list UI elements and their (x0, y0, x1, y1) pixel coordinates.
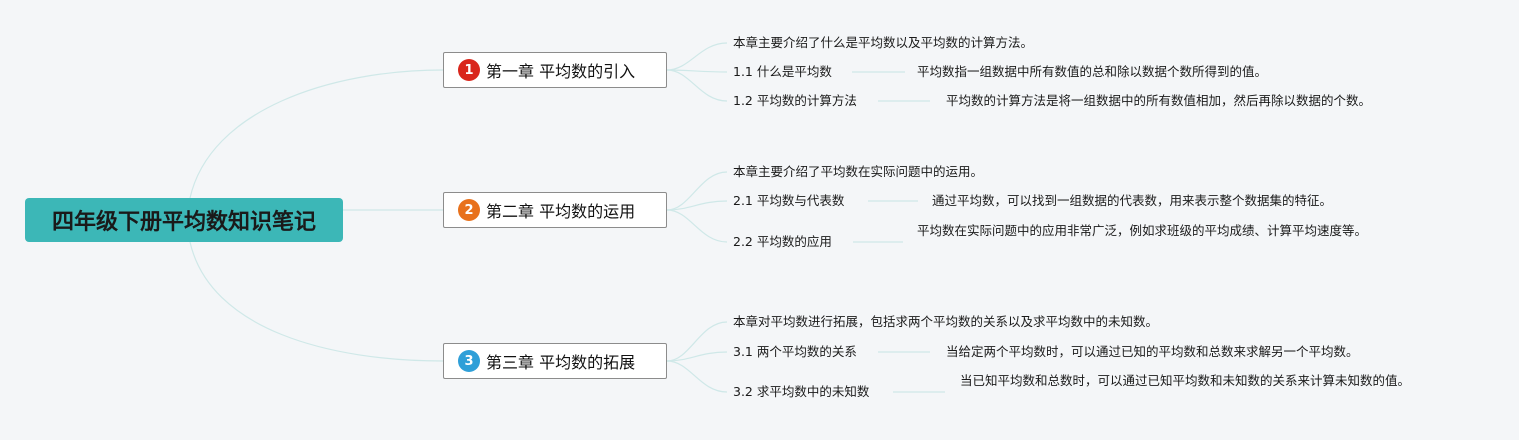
connector-ch1-child1 (666, 42, 728, 71)
root-topic[interactable]: 四年级下册平均数知识笔记 (25, 198, 343, 242)
section-1-1-label[interactable]: 1.1 什么是平均数 (733, 64, 832, 79)
section-2-2-desc[interactable]: 平均数在实际问题中的应用非常广泛，例如求班级的平均成绩、计算平均速度等。 (917, 223, 1368, 238)
section-2-1-desc[interactable]: 通过平均数，可以找到一组数据的代表数，用来表示整个数据集的特征。 (932, 193, 1333, 208)
number-badge-icon: 1 (458, 59, 480, 81)
number-badge-icon: 3 (458, 350, 480, 372)
connector-root-ch1 (189, 69, 444, 199)
connector-ch1-child3 (666, 69, 728, 102)
connector-root-ch3 (189, 241, 444, 362)
section-2-1-label[interactable]: 2.1 平均数与代表数 (733, 193, 845, 208)
chapter-1-summary[interactable]: 本章主要介绍了什么是平均数以及平均数的计算方法。 (733, 35, 1034, 50)
number-badge-icon: 2 (458, 199, 480, 221)
section-1-2-label[interactable]: 1.2 平均数的计算方法 (733, 93, 857, 108)
section-3-2-label[interactable]: 3.2 求平均数中的未知数 (733, 384, 870, 399)
section-1-1-desc[interactable]: 平均数指一组数据中所有数值的总和除以数据个数所得到的值。 (917, 64, 1268, 79)
chapter-3-node[interactable]: 3 第三章 平均数的拓展 (443, 343, 667, 379)
connector-ch3-child1 (666, 321, 728, 362)
root-title: 四年级下册平均数知识笔记 (51, 210, 316, 235)
connector-ch2-child1 (666, 171, 728, 211)
section-1-2-desc[interactable]: 平均数的计算方法是将一组数据中的所有数值相加，然后再除以数据的个数。 (946, 93, 1372, 108)
chapter-title: 第一章 平均数的引入 (486, 62, 636, 81)
chapter-2-summary[interactable]: 本章主要介绍了平均数在实际问题中的运用。 (733, 164, 984, 179)
connector-ch3-child3 (666, 360, 728, 393)
chapter-2-node[interactable]: 2 第二章 平均数的运用 (443, 192, 667, 228)
section-2-2-label[interactable]: 2.2 平均数的应用 (733, 234, 832, 249)
section-3-1-desc[interactable]: 当给定两个平均数时，可以通过已知的平均数和总数来求解另一个平均数。 (946, 344, 1359, 359)
connector-ch3-child2 (666, 351, 728, 362)
connector-ch2-child2 (666, 200, 728, 211)
section-3-1-label[interactable]: 3.1 两个平均数的关系 (733, 344, 857, 359)
chapter-1-node[interactable]: 1 第一章 平均数的引入 (443, 52, 667, 88)
section-3-2-desc[interactable]: 当已知平均数和总数时，可以通过已知平均数和未知数的关系来计算未知数的值。 (960, 373, 1411, 388)
chapter-3-summary[interactable]: 本章对平均数进行拓展，包括求两个平均数的关系以及求平均数中的未知数。 (733, 314, 1159, 329)
chapter-title: 第二章 平均数的运用 (486, 202, 636, 221)
chapter-title: 第三章 平均数的拓展 (486, 353, 636, 372)
connector-ch2-child3 (666, 209, 728, 243)
